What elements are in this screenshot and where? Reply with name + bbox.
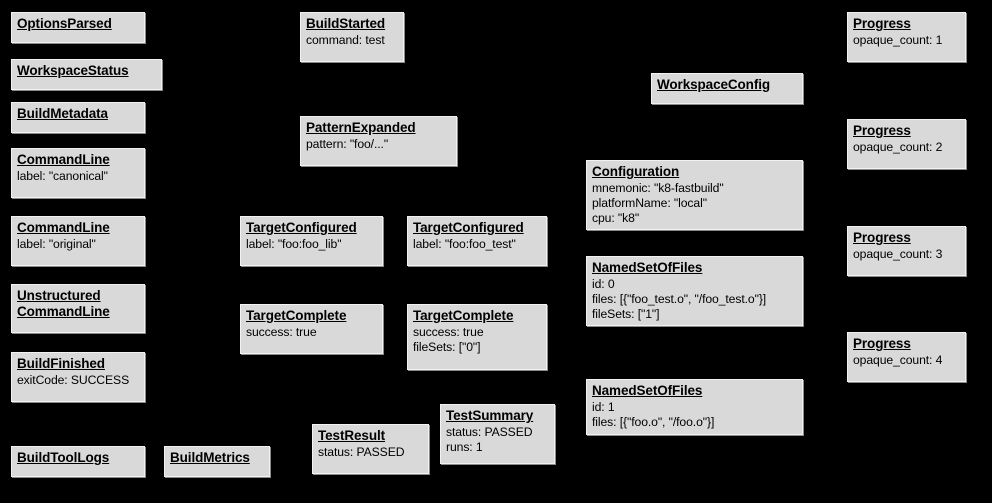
node-title: Unstructured CommandLine [17, 288, 110, 319]
node-title: BuildMetadata [17, 106, 108, 121]
node-title: PatternExpanded [306, 120, 416, 135]
node-unstructured-command-line[interactable]: Unstructured CommandLine [11, 284, 145, 333]
node-field: label: "foo:foo_test" [413, 237, 516, 251]
node-field: runs: 1 [446, 440, 483, 454]
node-title: BuildMetrics [170, 450, 250, 465]
node-field: command: test [306, 33, 385, 47]
node-build-finished[interactable]: BuildFinished exitCode: SUCCESS [11, 352, 145, 402]
node-fields: label: "foo:foo_lib" [246, 237, 377, 252]
node-workspace-config[interactable]: WorkspaceConfig [651, 73, 803, 104]
node-build-metadata[interactable]: BuildMetadata [11, 102, 145, 133]
node-build-tool-logs[interactable]: BuildToolLogs [11, 446, 145, 477]
node-field: files: [{"foo.o", "/foo.o"}] [592, 415, 715, 429]
node-title: Progress [853, 123, 911, 138]
node-fields: command: test [306, 33, 398, 48]
node-pattern-expanded[interactable]: PatternExpanded pattern: "foo/..." [300, 116, 457, 166]
node-fields: mnemonic: "k8-fastbuild"platformName: "l… [592, 181, 797, 226]
node-title: WorkspaceStatus [17, 63, 129, 78]
node-command-line-canonical[interactable]: CommandLine label: "canonical" [11, 148, 145, 198]
node-fields: opaque_count: 3 [853, 247, 960, 262]
node-field: label: "foo:foo_lib" [246, 237, 342, 251]
node-progress-3[interactable]: Progress opaque_count: 3 [847, 226, 966, 276]
node-progress-2[interactable]: Progress opaque_count: 2 [847, 119, 966, 169]
node-title: TestSummary [446, 408, 534, 423]
node-fields: success: true [246, 325, 377, 340]
node-target-configured-foo-test[interactable]: TargetConfigured label: "foo:foo_test" [407, 216, 547, 266]
node-fields: pattern: "foo/..." [306, 137, 451, 152]
node-options-parsed[interactable]: OptionsParsed [11, 12, 145, 43]
node-title: BuildToolLogs [17, 450, 110, 465]
node-target-complete-foo-lib[interactable]: TargetComplete success: true [240, 304, 383, 354]
node-field: platformName: "local" [592, 196, 707, 210]
node-field: opaque_count: 4 [853, 353, 943, 367]
node-workspace-status[interactable]: WorkspaceStatus [11, 59, 162, 90]
node-field: fileSets: ["0"] [413, 340, 481, 354]
node-title: WorkspaceConfig [657, 77, 771, 92]
node-title: BuildFinished [17, 356, 105, 371]
node-field: fileSets: ["1"] [592, 307, 660, 321]
node-title: Progress [853, 16, 911, 31]
node-field: status: PASSED [446, 425, 533, 439]
node-field: id: 0 [592, 277, 615, 291]
node-title: NamedSetOfFiles [592, 383, 703, 398]
node-title: CommandLine [17, 220, 110, 235]
node-test-result[interactable]: TestResult status: PASSED [312, 424, 429, 474]
node-fields: label: "canonical" [17, 169, 139, 184]
node-field: exitCode: SUCCESS [17, 373, 130, 387]
node-title: TargetConfigured [413, 220, 524, 235]
node-field: id: 1 [592, 400, 615, 414]
node-progress-1[interactable]: Progress opaque_count: 1 [847, 12, 966, 62]
node-fields: opaque_count: 2 [853, 140, 960, 155]
node-fields: exitCode: SUCCESS [17, 373, 139, 388]
node-fields: opaque_count: 1 [853, 33, 960, 48]
node-fields: label: "foo:foo_test" [413, 237, 541, 252]
node-configuration[interactable]: Configuration mnemonic: "k8-fastbuild"pla… [586, 160, 803, 230]
node-field: success: true [246, 325, 317, 339]
node-title: TestResult [318, 428, 386, 443]
node-field: cpu: "k8" [592, 211, 640, 225]
node-field: mnemonic: "k8-fastbuild" [592, 181, 724, 195]
node-fields: label: "original" [17, 237, 139, 252]
node-title: BuildStarted [306, 16, 386, 31]
node-build-metrics[interactable]: BuildMetrics [164, 446, 270, 477]
node-title: Configuration [592, 164, 680, 179]
node-target-configured-foo-lib[interactable]: TargetConfigured label: "foo:foo_lib" [240, 216, 383, 266]
node-field: success: true [413, 325, 484, 339]
node-field: label: "original" [17, 237, 96, 251]
node-field: opaque_count: 1 [853, 33, 943, 47]
node-field: opaque_count: 2 [853, 140, 943, 154]
node-fields: opaque_count: 4 [853, 353, 960, 368]
node-command-line-original[interactable]: CommandLine label: "original" [11, 216, 145, 266]
node-title: TargetComplete [413, 308, 514, 323]
node-title: Progress [853, 336, 911, 351]
node-field: files: [{"foo_test.o", "/foo_test.o"}] [592, 292, 767, 306]
node-title: TargetConfigured [246, 220, 357, 235]
node-title: OptionsParsed [17, 16, 112, 31]
node-title: CommandLine [17, 152, 110, 167]
node-fields: status: PASSED [318, 445, 423, 460]
node-progress-4[interactable]: Progress opaque_count: 4 [847, 332, 966, 382]
node-build-started[interactable]: BuildStarted command: test [300, 12, 404, 62]
node-title: Progress [853, 230, 911, 245]
node-field: pattern: "foo/..." [306, 137, 389, 151]
node-title: TargetComplete [246, 308, 347, 323]
node-field: status: PASSED [318, 445, 405, 459]
node-field: opaque_count: 3 [853, 247, 943, 261]
node-field: label: "canonical" [17, 169, 108, 183]
node-title: NamedSetOfFiles [592, 260, 703, 275]
